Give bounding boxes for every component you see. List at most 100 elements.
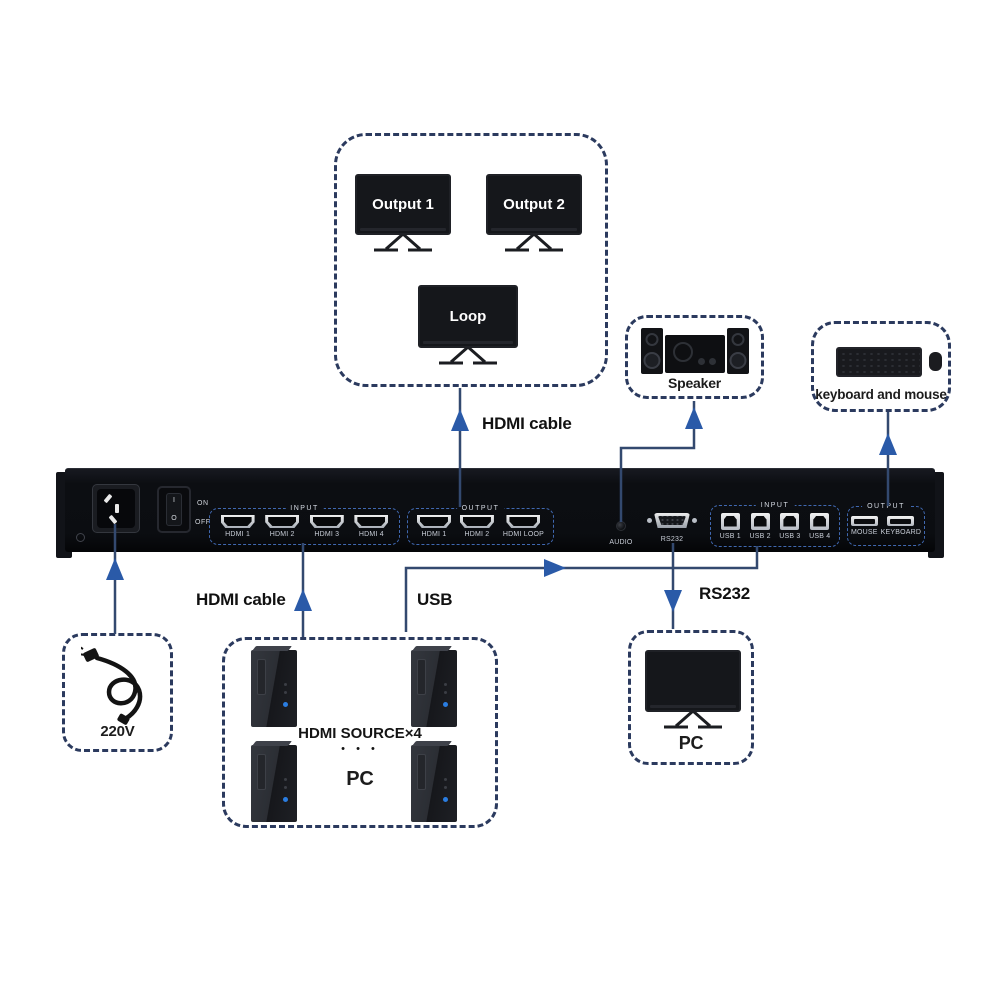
source-dots: • • • (341, 743, 379, 755)
usb-a-port-icon[interactable] (887, 516, 915, 526)
audio-jack-icon[interactable] (616, 521, 626, 531)
power-on-label: ON (197, 500, 209, 507)
hdmi-output-group: OUTPUT HDMI 1 HDMI 2 HDMI LOOP (407, 505, 554, 545)
displays-group-box: Output 1 Output 2 Loop (334, 133, 608, 387)
pc-label: PC (678, 733, 704, 753)
arrow-up-keyboard (879, 433, 897, 455)
hdmi-port-icon[interactable] (309, 515, 344, 528)
rocker-on-mark: I (173, 497, 175, 504)
vent-icon (257, 659, 266, 695)
monitor-stand-icon (439, 347, 497, 365)
speaker-label: Speaker (667, 375, 722, 391)
kvm-switch-device: I O ON OFF INPUT HDMI 1 HDMI 2 HDMI 3 HD… (65, 468, 935, 552)
hdmi-cable-bottom-label: HDMI cable (196, 590, 286, 609)
pc-tower-icon (411, 650, 457, 727)
output1-label: Output 1 (372, 196, 434, 213)
mouse-icon (929, 352, 942, 371)
db9-screw-icon (692, 518, 697, 523)
loop-label: Loop (449, 308, 487, 325)
hdmi-port-icon[interactable] (506, 515, 541, 528)
rs232-port-cell: RS232 (646, 513, 698, 546)
arrow-up-speaker (685, 407, 703, 429)
power-off-label: OFF (195, 519, 211, 526)
vent-icon (417, 659, 426, 695)
usb-input-group-title: INPUT (755, 502, 795, 510)
hdmi-input-group-title: INPUT (285, 505, 324, 513)
hdmi-port-icon[interactable] (265, 515, 300, 528)
speaker-system-icon (641, 328, 749, 374)
hdmi-port-label: HDMI 3 (314, 531, 340, 538)
usb-port-label: USB 1 (719, 532, 741, 540)
arrow-right-usb (544, 559, 566, 577)
pc-tower-icon (251, 745, 297, 822)
ac-pin-icon (115, 504, 119, 513)
vent-icon (417, 754, 426, 790)
monitor-stand-icon (664, 711, 722, 729)
screw-icon (76, 533, 85, 542)
usb-port-label: USB 4 (809, 532, 831, 540)
ac-inlet-icon (92, 484, 140, 533)
usb-port-label: USB 3 (779, 532, 801, 540)
monitor-stand-icon (505, 234, 563, 252)
hdmi-port-icon[interactable] (416, 515, 451, 528)
keyboard-mouse-label: keyboard and mouse (815, 387, 947, 402)
speaker-tower-icon (727, 328, 749, 374)
usb-input-group: INPUT USB 1 USB 2 USB 3 USB 4 (710, 502, 840, 547)
power-cable-icon (81, 646, 143, 725)
db9-screw-icon (647, 518, 652, 523)
power-group-box: 220V (62, 633, 173, 752)
audio-label: AUDIO (609, 539, 633, 546)
mouse-port-label: MOUSE (850, 529, 878, 536)
audio-port-cell: AUDIO (607, 521, 635, 549)
usb-port-label: USB 2 (749, 532, 771, 540)
hdmi-port-label: HDMI 2 (269, 531, 295, 538)
usb-output-group: OUTPUT MOUSE KEYBOARD (847, 503, 925, 546)
hdmi-port-label: HDMI 1 (225, 531, 251, 538)
monitor-stand-icon (374, 234, 432, 252)
hdmi-port-icon[interactable] (459, 515, 494, 528)
usb-wire-label: USB (417, 590, 453, 609)
usb-b-port-icon[interactable] (750, 512, 770, 530)
power-switch[interactable]: I O (157, 486, 191, 533)
usb-b-port-icon[interactable] (810, 512, 830, 530)
sources-group-box: HDMI SOURCE×4 • • • PC (222, 637, 498, 828)
usb-a-port-icon[interactable] (850, 516, 878, 526)
hdmi-source-title: HDMI SOURCE×4 (298, 725, 422, 742)
rs232-wire-label: RS232 (699, 584, 750, 603)
hdmi-port-label: HDMI 4 (358, 531, 384, 538)
power-voltage-label: 220V (100, 723, 135, 740)
pc-tower-icon (411, 745, 457, 822)
hdmi-port-label: HDMI 1 (421, 531, 447, 538)
power-rocker[interactable]: I O (166, 493, 182, 526)
keyboard-port-label: KEYBOARD (880, 529, 922, 536)
vent-icon (257, 754, 266, 790)
usb-b-port-icon[interactable] (720, 512, 740, 530)
keyboard-mouse-group-box: keyboard and mouse (811, 321, 951, 412)
ac-inlet-face (97, 489, 135, 528)
keyboard-icon (836, 347, 922, 377)
arrow-down-rs232 (664, 590, 682, 612)
rs232-port-label: RS232 (660, 536, 684, 543)
hdmi-output-group-title: OUTPUT (456, 505, 505, 513)
rs232-port-icon[interactable] (654, 513, 690, 528)
output2-monitor-icon: Output 2 (486, 174, 582, 254)
receiver-icon (665, 335, 725, 373)
rocker-off-mark: O (171, 515, 177, 522)
sources-pc-label: PC (346, 768, 374, 790)
hdmi-input-group: INPUT HDMI 1 HDMI 2 HDMI 3 HDMI 4 (209, 505, 400, 545)
usb-b-port-icon[interactable] (780, 512, 800, 530)
pc-group-box: PC (628, 630, 754, 765)
loop-monitor-icon: Loop (418, 285, 518, 367)
hdmi-port-icon[interactable] (220, 515, 255, 528)
hdmi-cable-top-label: HDMI cable (482, 414, 572, 433)
pc-tower-icon (251, 650, 297, 727)
ac-pin-icon (103, 493, 113, 504)
arrow-up-hdmi-input (294, 589, 312, 611)
arrow-up-hdmi-top (451, 409, 469, 431)
usb-output-group-title: OUTPUT (862, 503, 910, 511)
speaker-group-box: Speaker (625, 315, 764, 399)
output1-monitor-icon: Output 1 (355, 174, 451, 254)
hdmi-port-icon[interactable] (354, 515, 389, 528)
hdmi-port-label: HDMI 2 (464, 531, 490, 538)
